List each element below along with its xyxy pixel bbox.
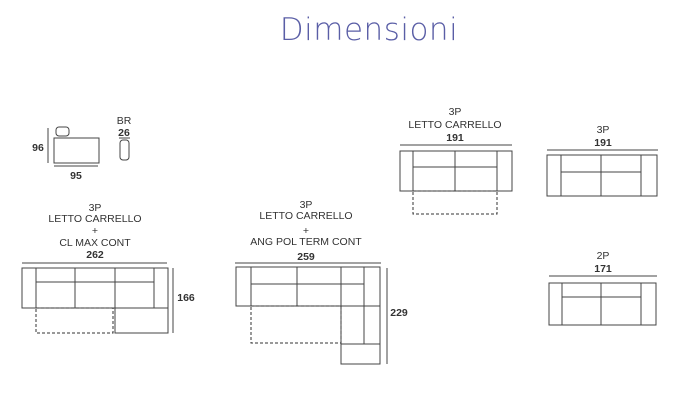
sofa1-line-3: + (91, 225, 99, 237)
sofa3-drawing (399, 144, 513, 215)
br-label: BR (116, 115, 132, 127)
sofa1-line-4: CL MAX CONT (59, 237, 131, 249)
sofa1-drawing (21, 262, 174, 334)
br-width: 26 (118, 127, 130, 139)
sofa3-width: 191 (446, 132, 464, 144)
sofa2-line-2: LETTO CARRELLO (259, 210, 353, 222)
sofa5-drawing (548, 275, 657, 326)
sofa2-line-4: ANG POL TERM CONT (250, 236, 362, 248)
module-drawing (47, 126, 130, 167)
sofa4-drawing (546, 149, 658, 197)
page-title: Dimensioni (279, 12, 459, 48)
sofa1-width: 262 (86, 249, 104, 261)
sofa5-line-1: 2P (596, 250, 610, 262)
module-width: 95 (70, 170, 82, 182)
sofa1-line-2: LETTO CARRELLO (48, 213, 142, 225)
sofa1-line-1: 3P (88, 202, 102, 214)
sofa1-depth: 166 (177, 292, 195, 304)
sofa3-line-1: 3P (448, 106, 462, 118)
sofa5-width: 171 (594, 263, 612, 275)
sofa4-line-1: 3P (596, 124, 610, 136)
sofa4-width: 191 (594, 137, 612, 149)
sofa2-line-1: 3P (299, 199, 313, 211)
sofa2-drawing (235, 262, 388, 365)
sofa2-line-3: + (302, 225, 310, 237)
sofa3-line-2: LETTO CARRELLO (408, 119, 502, 131)
sofa2-depth: 229 (390, 307, 408, 319)
sofa2-width: 259 (297, 251, 315, 263)
module-depth: 96 (32, 142, 44, 154)
